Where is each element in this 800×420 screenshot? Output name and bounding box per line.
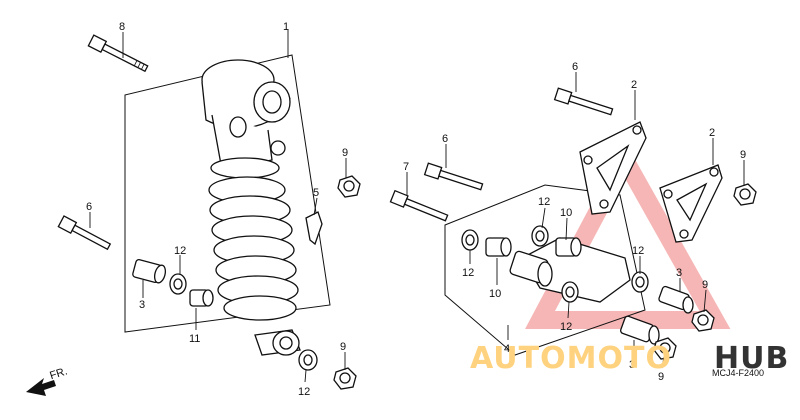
callout-11: 11 xyxy=(189,333,200,345)
link-group-outline xyxy=(444,184,646,356)
callout-6-right: 6 xyxy=(572,61,578,73)
bolt-6-left xyxy=(57,215,112,251)
bolt-6-right xyxy=(553,87,614,116)
collar-3-right-top xyxy=(658,285,694,314)
callout-9-right-top: 9 xyxy=(740,149,746,161)
callout-9-right-mid: 9 xyxy=(702,279,708,291)
callout-2-left: 2 xyxy=(631,79,637,91)
nut-9-left-top xyxy=(337,175,361,198)
rear-shock-absorber xyxy=(201,59,301,356)
callout-6-center: 6 xyxy=(442,133,448,145)
seal-12-link-bottom xyxy=(561,281,579,303)
bushing-10-left xyxy=(485,237,512,257)
callout-9-right-bottom: 9 xyxy=(658,371,664,383)
nut-9-right-bottom xyxy=(653,337,677,360)
callout-12-link-right: 12 xyxy=(632,245,644,257)
collar-3-left xyxy=(132,258,167,284)
callout-8: 8 xyxy=(119,21,125,33)
leader-lines-right xyxy=(406,72,745,369)
callout-12-link-bottom: 12 xyxy=(560,321,572,333)
plate-2-right xyxy=(659,164,723,243)
watermark-text-secondary: HUB xyxy=(714,341,789,376)
bolt-8 xyxy=(87,34,149,73)
bolt-7 xyxy=(389,189,449,222)
callout-2-right: 2 xyxy=(709,127,715,139)
callout-6-left: 6 xyxy=(86,201,92,213)
seal-12-bottom xyxy=(298,349,318,371)
nut-9-right-top xyxy=(733,183,757,206)
direction-label: FR. xyxy=(48,365,69,382)
nut-9-right-mid xyxy=(691,309,715,332)
callout-12-link-top: 12 xyxy=(538,196,550,208)
callout-9-left-bottom: 9 xyxy=(340,341,346,353)
callout-3-right-top: 3 xyxy=(676,267,682,279)
callout-5: 5 xyxy=(313,187,319,199)
bushing-11 xyxy=(189,289,214,307)
callout-10-left: 10 xyxy=(489,288,501,300)
seal-12-link-right xyxy=(631,271,649,293)
plate-2-left xyxy=(579,121,647,215)
front-direction-arrow: FR. xyxy=(26,365,69,396)
collar-3-right-bottom xyxy=(620,315,660,345)
watermark-text-primary: AUTOMOTO xyxy=(470,341,672,376)
callout-1: 1 xyxy=(283,21,289,33)
leader-lines-left xyxy=(89,30,347,383)
callout-3-right-bottom: 3 xyxy=(629,359,635,371)
seal-12-link-top xyxy=(531,225,549,247)
seal-12-left xyxy=(169,273,187,295)
callout-10-top: 10 xyxy=(560,207,572,219)
seal-12-link-left xyxy=(461,229,479,251)
callout-9-left-top: 9 xyxy=(342,147,348,159)
watermark-logo: AUTOMOTO HUB xyxy=(470,341,789,376)
bolt-6-center xyxy=(423,162,484,191)
callout-3-left: 3 xyxy=(139,299,145,311)
callout-labels: 1 8 6 3 12 11 5 9 9 12 6 2 2 9 6 7 12 10… xyxy=(86,21,746,398)
bushing-10-right xyxy=(555,237,582,257)
callout-7: 7 xyxy=(403,161,409,173)
clip-5 xyxy=(305,211,323,246)
callout-12-left: 12 xyxy=(174,245,186,257)
callout-12-bottom: 12 xyxy=(298,386,310,398)
diagram-code: MCJ4-F2400 xyxy=(712,368,764,378)
callout-4: 4 xyxy=(504,343,510,355)
callout-12-link-left: 12 xyxy=(462,267,474,279)
nut-9-left-bottom xyxy=(333,367,357,390)
